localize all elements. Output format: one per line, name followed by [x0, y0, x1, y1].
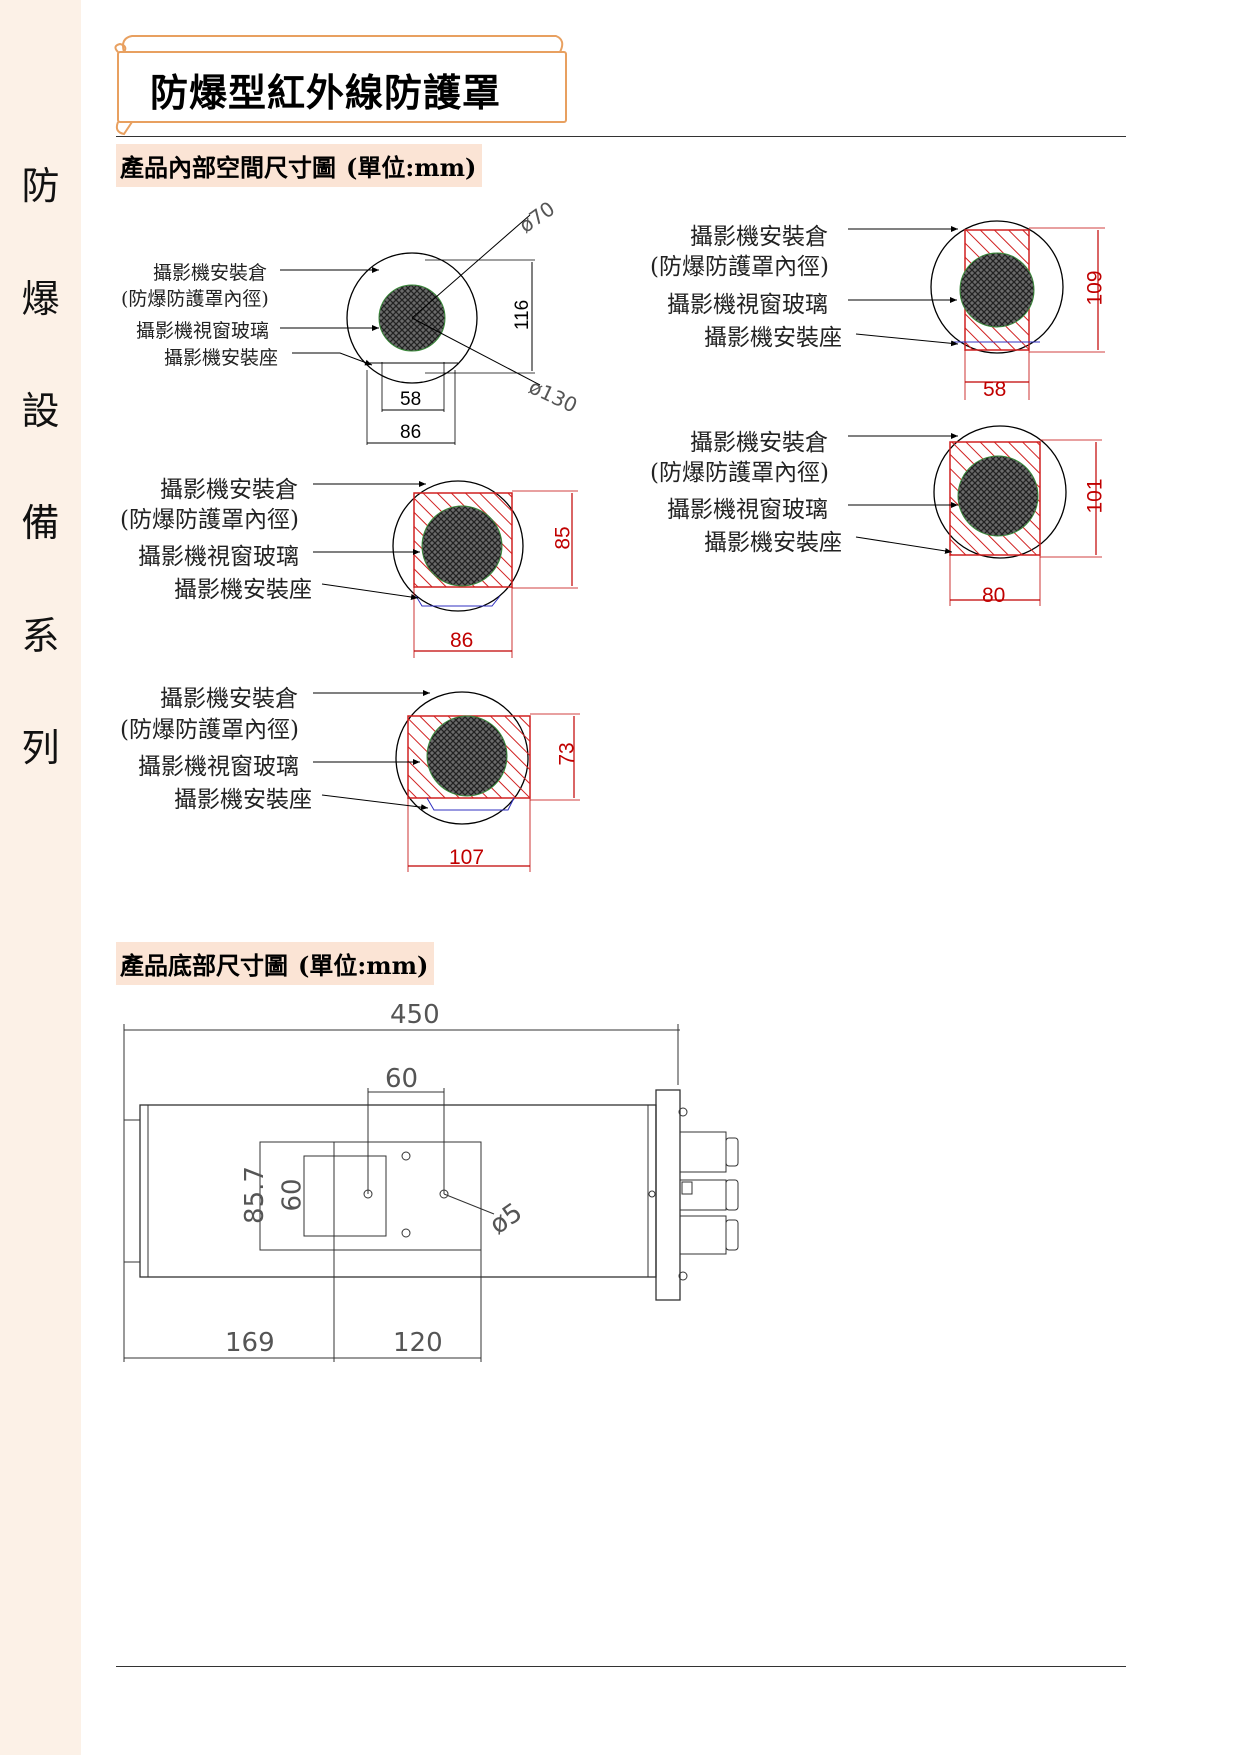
dim-height: 85 [551, 526, 575, 550]
label-window-glass: 攝影機視窗玻璃 [667, 497, 828, 523]
section-unit: (單位:mm) [346, 153, 477, 182]
dim-height: 73 [555, 742, 579, 766]
dim-hole-height: 60 [277, 1178, 308, 1212]
dim-height: 116 [512, 299, 534, 331]
label-window-glass: 攝影機視窗玻璃 [138, 754, 299, 780]
bottom-drawing [123, 1024, 739, 1362]
sidebar-char: 備 [21, 501, 60, 545]
dim-plate-length: 120 [393, 1328, 443, 1358]
section-title-text: 產品內部空間尺寸圖 [120, 154, 336, 182]
figure-5 [313, 690, 580, 872]
figure-4 [848, 425, 1102, 606]
section-title-bottom: 產品底部尺寸圖 (單位:mm) [116, 942, 435, 985]
footer-rule [116, 1666, 1126, 1667]
dim-length: 450 [390, 1000, 440, 1030]
label-mount: 攝影機安裝座 [704, 325, 842, 351]
label-inner-diameter: (防爆防護罩內徑) [120, 507, 299, 533]
label-housing: 攝影機安裝倉 [160, 686, 298, 712]
label-window-glass: 攝影機視窗玻璃 [136, 320, 270, 342]
label-mount: 攝影機安裝座 [174, 787, 312, 813]
label-housing: 攝影機安裝倉 [690, 224, 828, 250]
dim-height: 109 [1083, 270, 1107, 306]
label-housing: 攝影機安裝倉 [153, 262, 268, 284]
title-frame [114, 35, 567, 136]
sidebar: 防 爆 設 備 系 列 [0, 0, 81, 1755]
label-inner-diameter: (防爆防護罩內徑) [650, 460, 829, 486]
dim-width: 107 [449, 846, 485, 869]
dim-inner-width: 58 [400, 389, 422, 410]
dim-height: 101 [1083, 478, 1107, 514]
figure-3 [313, 480, 578, 658]
dim-plate-height: 85.7 [239, 1166, 270, 1224]
label-inner-diameter: (防爆防護罩內徑) [120, 717, 299, 743]
page-title: 防爆型紅外線防護罩 [150, 71, 502, 115]
dim-width: 86 [450, 629, 474, 652]
section-title-interior: 產品內部空間尺寸圖 (單位:mm) [116, 144, 483, 187]
label-mount: 攝影機安裝座 [164, 347, 279, 369]
label-mount: 攝影機安裝座 [174, 577, 312, 603]
dim-outer-width: 86 [400, 422, 422, 443]
label-housing: 攝影機安裝倉 [160, 477, 298, 503]
dim-width: 58 [983, 378, 1007, 401]
figure-1 [280, 214, 541, 445]
dim-width: 80 [982, 584, 1006, 607]
label-window-glass: 攝影機視窗玻璃 [667, 292, 828, 318]
label-housing: 攝影機安裝倉 [690, 430, 828, 456]
header-rule [116, 136, 1126, 137]
label-inner-diameter: (防爆防護罩內徑) [650, 254, 829, 280]
section-title-text: 產品底部尺寸圖 [120, 952, 288, 980]
dim-offset: 169 [225, 1328, 275, 1358]
sidebar-char: 系 [21, 614, 60, 658]
sidebar-char: 列 [21, 726, 60, 770]
dim-hole-spacing: 60 [385, 1064, 419, 1094]
sidebar-char: 爆 [21, 277, 60, 321]
sidebar-char: 設 [21, 389, 60, 433]
label-inner-diameter: (防爆防護罩內徑) [121, 288, 269, 310]
figure-2 [848, 220, 1105, 400]
section-unit: (單位:mm) [298, 951, 429, 980]
label-window-glass: 攝影機視窗玻璃 [138, 544, 299, 570]
label-mount: 攝影機安裝座 [704, 530, 842, 556]
sidebar-char: 防 [21, 164, 60, 208]
